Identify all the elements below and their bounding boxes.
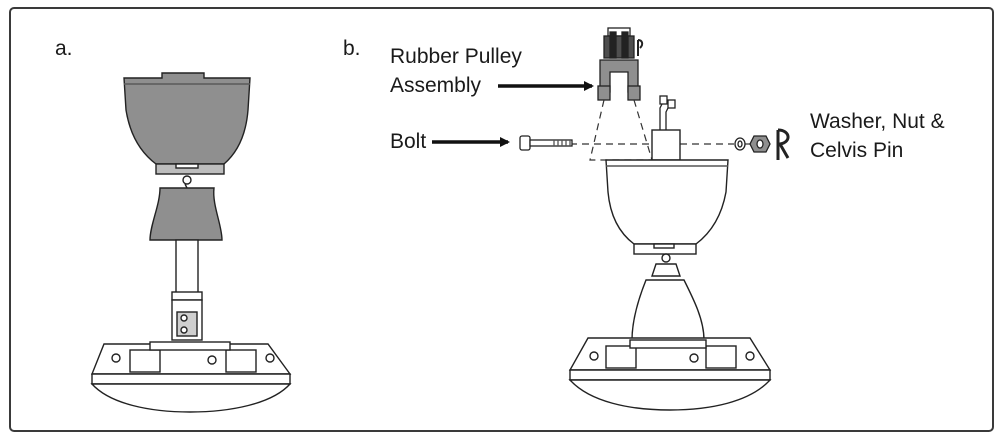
- downrod-a: [175, 239, 199, 297]
- panel-b-label: b.: [343, 37, 361, 60]
- coupling-cover-a: [149, 187, 223, 241]
- diagram-frame: [9, 7, 994, 432]
- pulley-callout-line2: Assembly: [390, 74, 482, 97]
- washer-nut-pin: [734, 128, 790, 160]
- fan-assembly-a: [90, 72, 292, 413]
- motor-housing-b: [605, 159, 729, 245]
- rubber-pulley-assembly: [597, 27, 644, 101]
- wire-connectors: [659, 95, 676, 130]
- pulley-callout-label: Rubber Pulley Assembly: [390, 45, 528, 97]
- coupling-cover-b: [631, 279, 705, 341]
- clevis-pin-part: [776, 128, 790, 160]
- canopy-dome-a: [90, 383, 292, 413]
- bolt-part: [519, 135, 573, 151]
- washer-callout-line1: Washer, Nut &: [810, 110, 945, 133]
- washer-callout-label: Washer, Nut & Celvis Pin: [810, 110, 950, 162]
- bolt-callout-label: Bolt: [390, 130, 426, 153]
- fan-assembly-b: [568, 129, 772, 411]
- motor-housing-a: [123, 72, 251, 165]
- downrod-top-b: [651, 129, 681, 161]
- canopy-dome-b: [568, 379, 772, 411]
- panel-a-label: a.: [55, 37, 73, 60]
- washer-callout-line2: Celvis Pin: [810, 139, 903, 162]
- pulley-callout-line1: Rubber Pulley: [390, 45, 522, 68]
